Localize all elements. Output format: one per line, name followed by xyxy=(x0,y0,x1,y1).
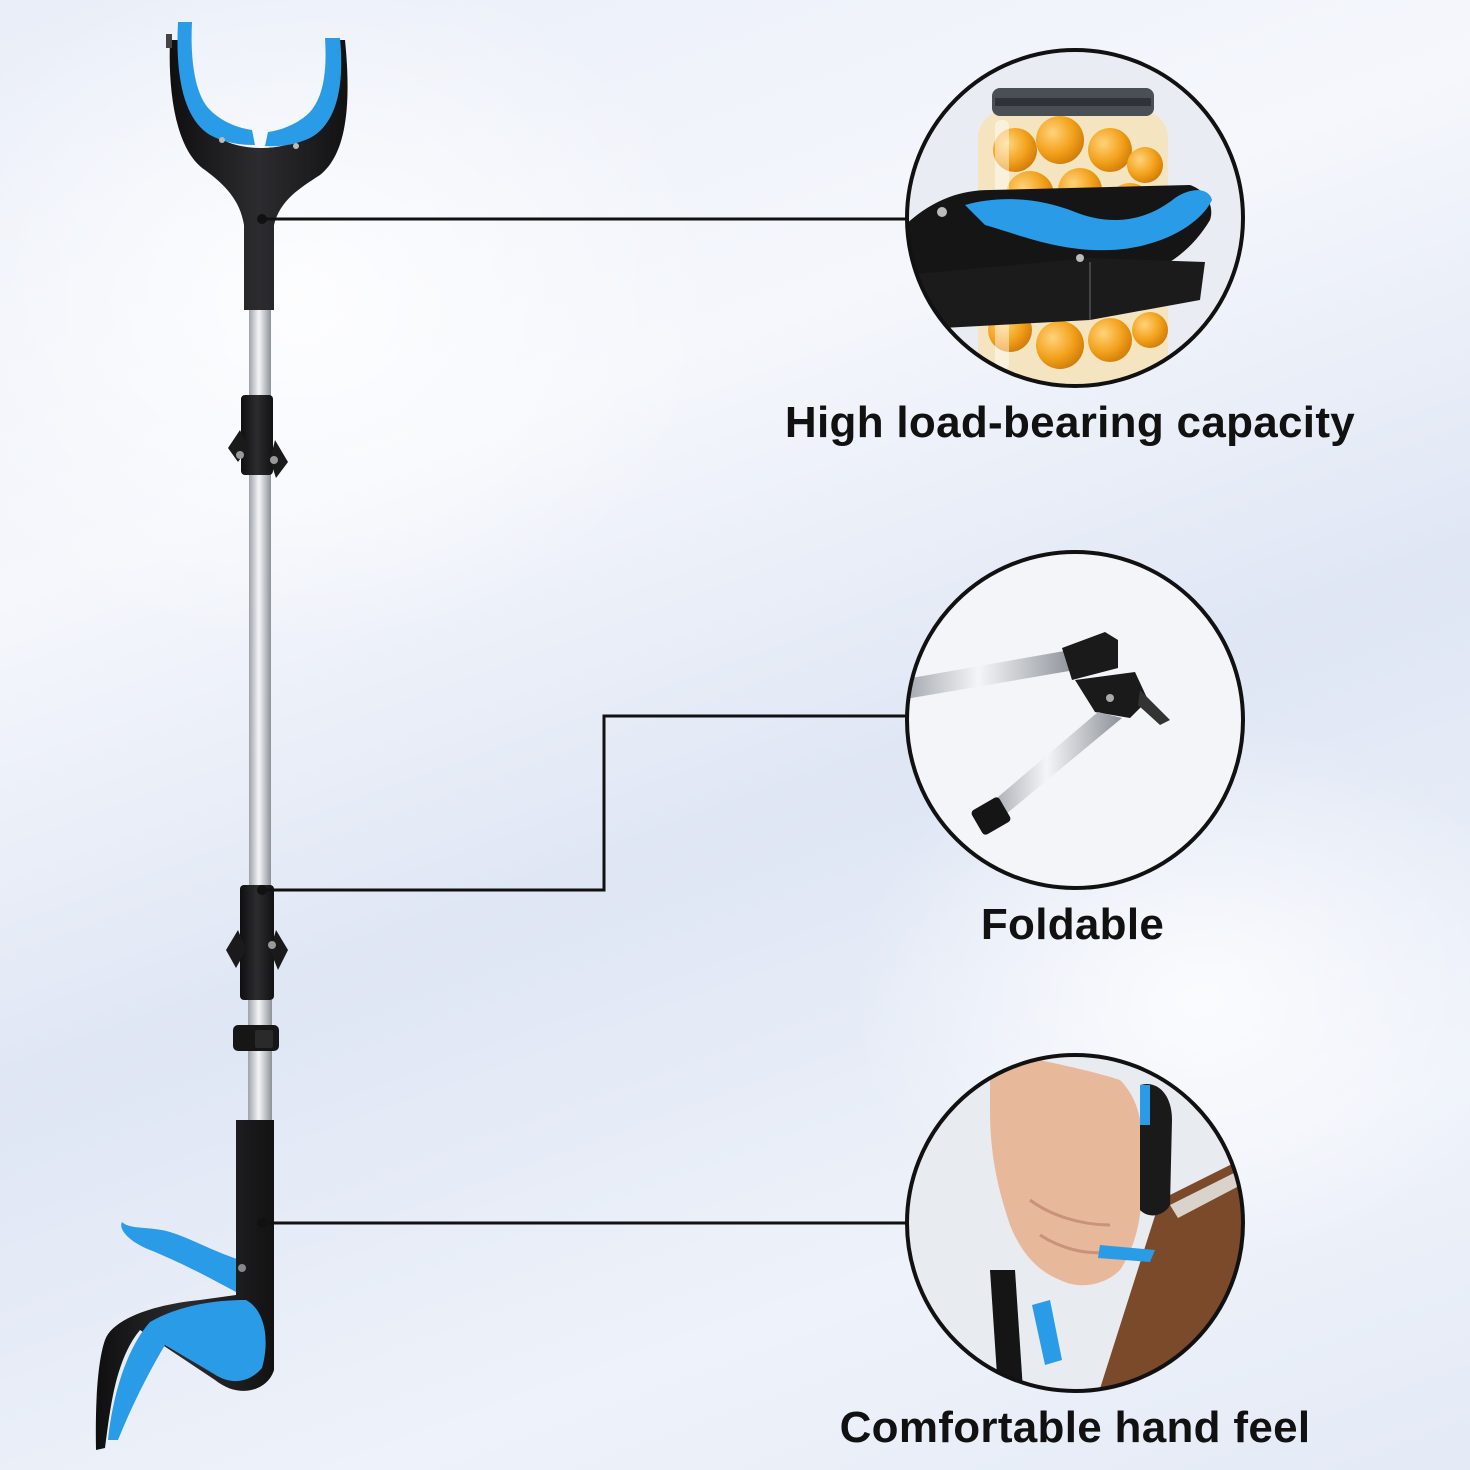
claw-pad-right xyxy=(265,38,342,147)
folding-joint-lower xyxy=(226,885,288,1000)
upper-pole xyxy=(249,305,271,400)
reacher-grabber-tool xyxy=(95,22,348,1450)
middle-pole xyxy=(249,470,271,890)
folding-joint-upper xyxy=(228,395,288,478)
pistol-grip-handle xyxy=(95,1120,274,1450)
claw-pad-left xyxy=(177,22,255,145)
callout-line-2 xyxy=(266,714,907,892)
trigger-blue xyxy=(121,1222,240,1292)
detail-circle-jar xyxy=(905,48,1245,388)
feature-label-foldable: Foldable xyxy=(980,900,1165,949)
detail-circle-hand xyxy=(905,1053,1245,1393)
grip-pad-blue xyxy=(108,1300,266,1440)
claw-jaw-black xyxy=(169,40,348,310)
strap-clip xyxy=(233,1025,279,1051)
lower-pole xyxy=(248,1000,272,1130)
feature-label-load-bearing: High load-bearing capacity xyxy=(784,398,1356,447)
feature-label-hand-feel: Comfortable hand feel xyxy=(839,1403,1311,1452)
detail-circle-fold xyxy=(905,550,1245,890)
callout-lines xyxy=(266,217,907,1225)
